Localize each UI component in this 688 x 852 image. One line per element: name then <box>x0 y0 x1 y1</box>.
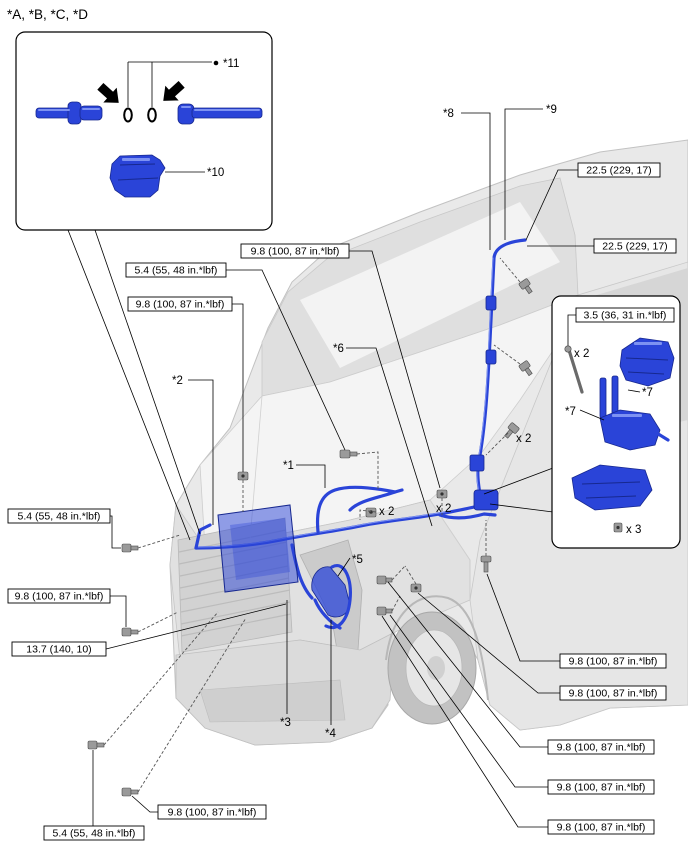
torque-spec-boxes: 22.5 (229, 17) 22.5 (229, 17) 9.8 (100, … <box>7 162 677 841</box>
torque-box <box>559 653 667 669</box>
front-wheel <box>385 595 489 725</box>
fasteners <box>87 278 533 797</box>
callout-7: *7 <box>642 387 653 399</box>
torque-spec: 9.8 (100, 87 in.*lbf) <box>136 299 225 311</box>
torque-box <box>7 588 111 604</box>
bolt <box>564 345 584 394</box>
callout-2: *2 <box>172 375 183 387</box>
torque-box <box>125 262 227 278</box>
bolt <box>504 422 520 439</box>
torque-spec: 9.8 (100, 87 in.*lbf) <box>251 246 340 258</box>
torque-spec: 3.5 (36, 31 in.*lbf) <box>584 310 667 322</box>
part-7-lower-module <box>599 375 670 451</box>
torque-spec: 5.4 (55, 48 in.*lbf) <box>135 265 218 277</box>
torque-box <box>11 641 107 657</box>
callout-7: *7 <box>565 406 576 418</box>
torque-spec: 9.8 (100, 87 in.*lbf) <box>15 591 104 603</box>
torque-box <box>43 825 145 841</box>
torque-spec: 13.7 (140, 10) <box>26 644 91 656</box>
torque-spec: 9.8 (100, 87 in.*lbf) <box>569 656 658 668</box>
nut <box>613 522 623 533</box>
nut <box>410 583 422 593</box>
quantity-label: x 3 <box>626 524 641 536</box>
connector-detail-inset: *11 *10 <box>15 31 273 231</box>
installation-dashed-lines <box>103 257 521 793</box>
module-bracket <box>571 464 653 511</box>
nut <box>237 471 249 481</box>
part-7-upper-module <box>619 337 675 387</box>
torque-spec: 22.5 (229, 17) <box>602 241 667 253</box>
o-ring <box>123 107 133 123</box>
torque-spec: 22.5 (229, 17) <box>586 165 651 177</box>
inset-pointer-lines <box>67 229 201 541</box>
new-part-dot-icon <box>213 60 219 66</box>
callout-5: *5 <box>352 554 363 566</box>
pipe-right <box>177 103 263 125</box>
nut <box>436 489 448 499</box>
torque-box <box>547 819 655 835</box>
torque-spec: 5.4 (55, 48 in.*lbf) <box>53 828 136 840</box>
quantity-label: x 2 <box>436 503 451 515</box>
callout-9: *9 <box>546 104 557 116</box>
callout-1: *1 <box>283 460 294 472</box>
torque-box <box>577 162 661 178</box>
bolt <box>121 627 139 637</box>
nut <box>365 507 377 518</box>
torque-spec: 5.4 (55, 48 in.*lbf) <box>18 511 101 523</box>
bolt <box>87 740 105 750</box>
callout-10: *10 <box>207 167 224 179</box>
callout-11: *11 <box>223 58 239 70</box>
pipe-left <box>35 101 103 125</box>
leader-lines <box>92 108 594 828</box>
torque-box <box>593 238 677 254</box>
torque-box <box>127 296 233 312</box>
module-detail-inset: 3.5 (36, 31 in.*lbf) x 2 *7 *7 <box>551 295 681 549</box>
part-4-harness-loop <box>311 564 352 630</box>
callout-4: *4 <box>325 728 336 740</box>
part-2-module <box>217 504 299 593</box>
torque-spec: 9.8 (100, 87 in.*lbf) <box>569 688 658 700</box>
torque-box <box>559 685 667 701</box>
windshield-reflection <box>300 202 560 368</box>
lower-grille <box>199 679 346 723</box>
torque-box <box>547 739 655 755</box>
arrow-icon <box>95 81 120 104</box>
callout-8: *8 <box>443 108 454 120</box>
torque-spec: 9.8 (100, 87 in.*lbf) <box>557 782 646 794</box>
quantity-label: x 2 <box>516 433 531 445</box>
torque-spec: 9.8 (100, 87 in.*lbf) <box>557 822 646 834</box>
torque-box <box>240 243 350 259</box>
torque-box <box>157 804 267 820</box>
bolt <box>518 360 533 377</box>
bolt <box>121 543 139 553</box>
bolt <box>121 787 139 797</box>
bolt <box>518 278 533 295</box>
inset-pointer-lines <box>483 467 554 513</box>
quantity-label: x 2 <box>574 348 589 360</box>
quantity-label: x 2 <box>379 506 394 518</box>
callout-6: *6 <box>333 343 344 355</box>
callout-3: *3 <box>280 717 291 729</box>
bolt <box>376 606 393 616</box>
o-ring <box>147 107 157 123</box>
arrow-icon <box>162 79 187 102</box>
torque-box <box>7 508 111 524</box>
torque-spec: 9.8 (100, 87 in.*lbf) <box>168 807 257 819</box>
figure-label: *A, *B, *C, *D <box>7 7 88 22</box>
torque-spec: 9.8 (100, 87 in.*lbf) <box>557 742 646 754</box>
torque-box <box>547 779 655 795</box>
part-10-connector <box>109 154 166 198</box>
